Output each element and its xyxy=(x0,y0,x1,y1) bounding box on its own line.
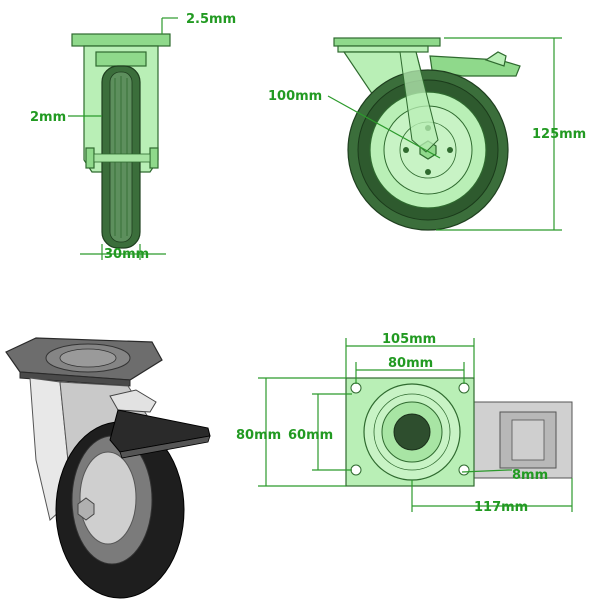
top-bolt-hole xyxy=(350,464,362,476)
dim-line-wheel-diameter xyxy=(327,95,441,159)
front-axle-nut-right xyxy=(149,147,159,169)
dim-label-wheel-diameter: 100mm xyxy=(268,89,322,104)
front-top-plate xyxy=(71,33,171,47)
top-swivel-race xyxy=(373,393,451,471)
front-axle xyxy=(93,153,151,163)
dim-label-hole-spacing-x: 80mm xyxy=(388,356,433,371)
dim-label-hole-spacing-y: 60mm xyxy=(288,428,333,443)
dim-label-hole-diameter: 8mm xyxy=(512,468,548,483)
top-brake-pad xyxy=(511,419,545,461)
dim-label-total-height: 125mm xyxy=(532,127,586,142)
top-bolt-hole xyxy=(458,464,470,476)
dim-leader-hole-diameter xyxy=(461,469,509,473)
dim-label-offset: 117mm xyxy=(474,500,528,515)
dim-label-plate-width: 105mm xyxy=(382,332,436,347)
front-view: 2.5mm 2mm 30mm xyxy=(30,12,236,262)
dim-label-top-plate: 2.5mm xyxy=(186,12,236,27)
dim-label-side-gap: 2mm xyxy=(30,110,66,125)
side-brake-tab xyxy=(484,51,507,67)
illus-brake-pedal-edge xyxy=(119,435,211,459)
dim-label-wheel-width: 30mm xyxy=(104,247,149,262)
illus-brake-tab xyxy=(109,389,157,413)
top-view: 105mm 80mm 80mm 60mm 8mm 117mm xyxy=(236,332,573,515)
side-hub-bolt xyxy=(425,169,431,175)
illus-swivel-inner xyxy=(59,348,117,368)
side-view: 100mm 125mm xyxy=(268,37,586,231)
front-swivel-housing xyxy=(95,51,147,67)
side-hub-bolt xyxy=(403,147,409,153)
caster-illustration xyxy=(5,337,211,599)
side-top-plate xyxy=(333,37,441,47)
front-axle-nut-left xyxy=(85,147,95,169)
side-hub-bolt xyxy=(447,147,453,153)
dim-label-plate-height: 80mm xyxy=(236,428,281,443)
side-fork-overlay xyxy=(399,51,439,153)
illus-top-plate-edge xyxy=(19,371,131,387)
illus-axle-nut xyxy=(77,497,95,521)
top-bolt-hole xyxy=(458,382,470,394)
top-bolt-hole xyxy=(350,382,362,394)
side-swivel-ring xyxy=(337,45,429,53)
illus-wheel-hub xyxy=(79,451,137,545)
top-kingpin xyxy=(393,413,431,451)
